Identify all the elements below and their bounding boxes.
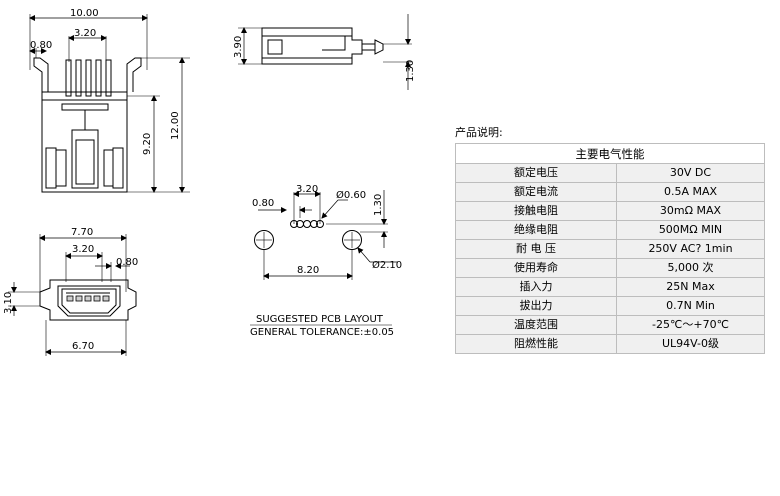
dim-top-height-total: 12.00 xyxy=(170,111,181,140)
spec-value: 0.7N Min xyxy=(616,296,765,316)
spec-label: 温度范围 xyxy=(455,315,617,335)
table-row: 耐 电 压 250V AC? 1min xyxy=(455,239,765,259)
note-suggested-pcb: SUGGESTED PCB LAYOUT xyxy=(256,314,384,325)
dim-pcb-mount-hole: Ø2.10 xyxy=(372,259,402,271)
table-row: 额定电流 0.5A MAX xyxy=(455,182,765,202)
spec-value: UL94V-0级 xyxy=(616,334,765,354)
spec-value: 0.5A MAX xyxy=(616,182,765,202)
table-row: 绝缘电阻 500MΩ MIN xyxy=(455,220,765,240)
dim-front-right-offset: 0.80 xyxy=(116,257,138,268)
drawing-note: SUGGESTED PCB LAYOUT GENERAL TOLERANCE:±… xyxy=(250,314,394,338)
spec-value: 5,000 次 xyxy=(616,258,765,278)
dim-front-bottom-width: 6.70 xyxy=(72,341,94,352)
spec-value: 500MΩ MIN xyxy=(616,220,765,240)
front-view: 7.70 3.20 0.80 3.10 6.70 xyxy=(3,227,138,356)
spec-table: 主要电气性能 额定电压 30V DC 额定电流 0.5A MAX 接触电阻 30… xyxy=(455,143,765,354)
side-view: 3.90 1.30 xyxy=(233,14,416,90)
spec-value: 30mΩ MAX xyxy=(616,201,765,221)
dim-front-height: 3.10 xyxy=(3,292,14,314)
dim-side-offset: 1.30 xyxy=(405,60,416,82)
top-view: 10.00 0.80 3.20 9.20 12 xyxy=(29,8,190,193)
spec-value: 250V AC? 1min xyxy=(616,239,765,259)
table-row: 拔出力 0.7N Min xyxy=(455,296,765,316)
dim-pcb-vert: 1.30 xyxy=(373,194,384,216)
spec-label: 绝缘电阻 xyxy=(455,220,617,240)
table-row: 额定电压 30V DC xyxy=(455,163,765,183)
dim-top-left-offset: 0.80 xyxy=(30,40,52,51)
spec-label: 额定电流 xyxy=(455,182,617,202)
dim-top-pitch: 3.20 xyxy=(74,28,96,39)
spec-label: 耐 电 压 xyxy=(455,239,617,259)
table-row: 接触电阻 30mΩ MAX xyxy=(455,201,765,221)
dim-front-pitch: 3.20 xyxy=(72,244,94,255)
spec-panel: 产品说明: 主要电气性能 额定电压 30V DC 额定电流 0.5A MAX 接… xyxy=(455,125,765,354)
spec-label: 阻燃性能 xyxy=(455,334,617,354)
dim-pcb-left-offset: 0.80 xyxy=(252,198,274,209)
dim-pcb-pitch: 3.20 xyxy=(296,184,318,195)
spec-label: 使用寿命 xyxy=(455,258,617,278)
spec-value: 25N Max xyxy=(616,277,765,297)
pcb-layout: 3.20 0.80 Ø0.60 1.30 8.20 xyxy=(252,184,402,280)
note-tolerance: GENERAL TOLERANCE:±0.05 xyxy=(250,327,394,338)
spec-label: 接触电阻 xyxy=(455,201,617,221)
spec-label: 拔出力 xyxy=(455,296,617,316)
dim-top-width: 10.00 xyxy=(70,8,99,19)
dim-pcb-hole: Ø0.60 xyxy=(336,189,366,201)
table-row: 温度范围 -25℃～+70℃ xyxy=(455,315,765,335)
spec-label: 额定电压 xyxy=(455,163,617,183)
spec-label: 插入力 xyxy=(455,277,617,297)
table-row: 阻燃性能 UL94V-0级 xyxy=(455,334,765,354)
dim-pcb-span: 8.20 xyxy=(297,265,319,276)
table-row: 使用寿命 5,000 次 xyxy=(455,258,765,278)
dim-side-height: 3.90 xyxy=(233,36,244,58)
spec-caption: 产品说明: xyxy=(455,126,503,139)
spec-value: 30V DC xyxy=(616,163,765,183)
dim-top-height-inner: 9.20 xyxy=(142,133,153,155)
dim-front-width: 7.70 xyxy=(71,227,93,238)
table-row: 插入力 25N Max xyxy=(455,277,765,297)
spec-header: 主要电气性能 xyxy=(455,143,765,164)
spec-header-row: 主要电气性能 xyxy=(455,143,765,164)
spec-value: -25℃～+70℃ xyxy=(616,315,765,335)
